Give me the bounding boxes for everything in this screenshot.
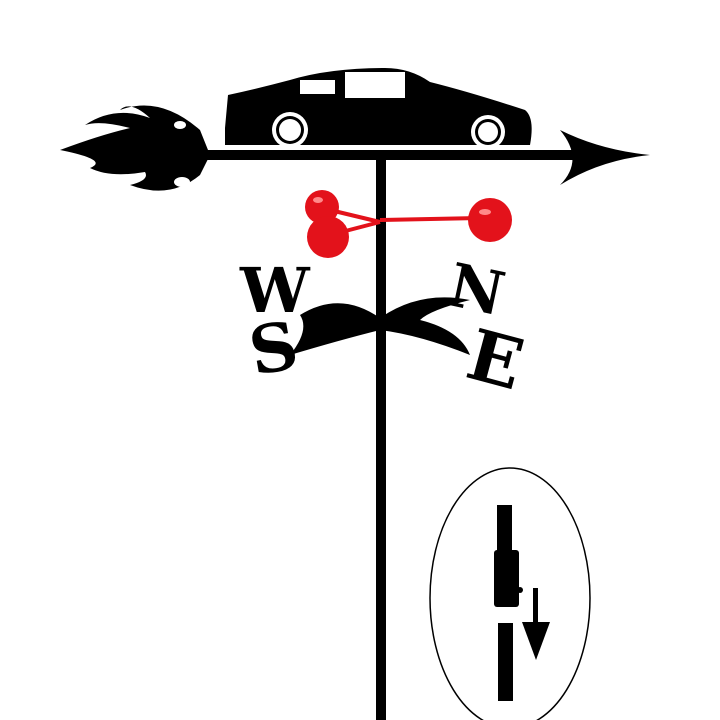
arrow-head bbox=[560, 130, 650, 185]
car-silhouette-icon bbox=[225, 68, 532, 149]
anemometer-cups bbox=[305, 190, 512, 258]
arrow-shaft bbox=[150, 150, 610, 160]
compass-west: W bbox=[239, 254, 311, 327]
arrow-down-icon bbox=[522, 588, 550, 660]
pole bbox=[376, 160, 386, 720]
pole-detail-inset bbox=[429, 467, 591, 720]
flame-tail-icon bbox=[60, 105, 210, 191]
compass-flames bbox=[290, 297, 470, 355]
compass-east: E bbox=[459, 312, 532, 406]
